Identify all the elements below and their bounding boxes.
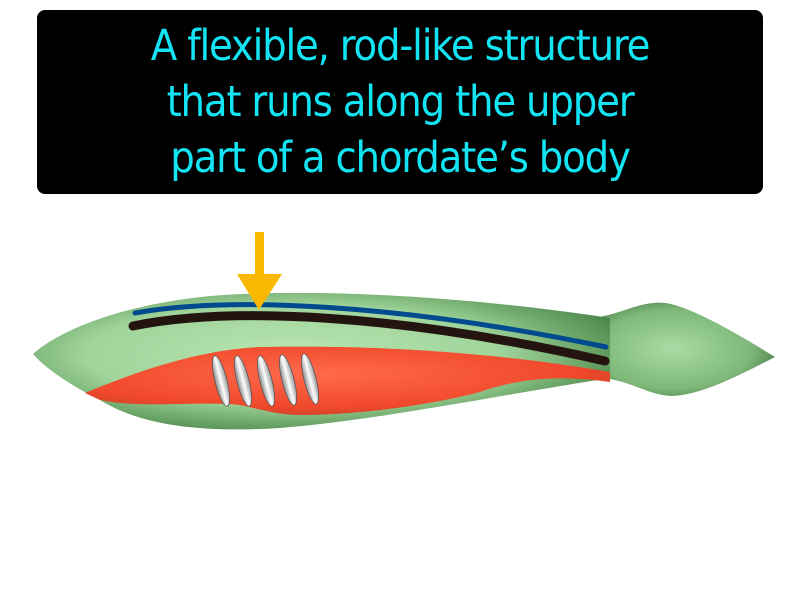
- notochord: [128, 311, 610, 366]
- arrow-down-icon: [237, 232, 282, 310]
- pharyngeal-slits: [212, 353, 319, 407]
- caption-line-1: A flexible, rod-like structure: [150, 21, 651, 71]
- caption-line-3: part of a chordate’s body: [170, 133, 631, 183]
- dorsal-nerve-cord: [132, 302, 609, 350]
- tail-fin: [590, 302, 775, 396]
- definition-caption: A flexible, rod-like structure that runs…: [37, 10, 763, 194]
- caption-line-2: that runs along the upper: [166, 77, 635, 127]
